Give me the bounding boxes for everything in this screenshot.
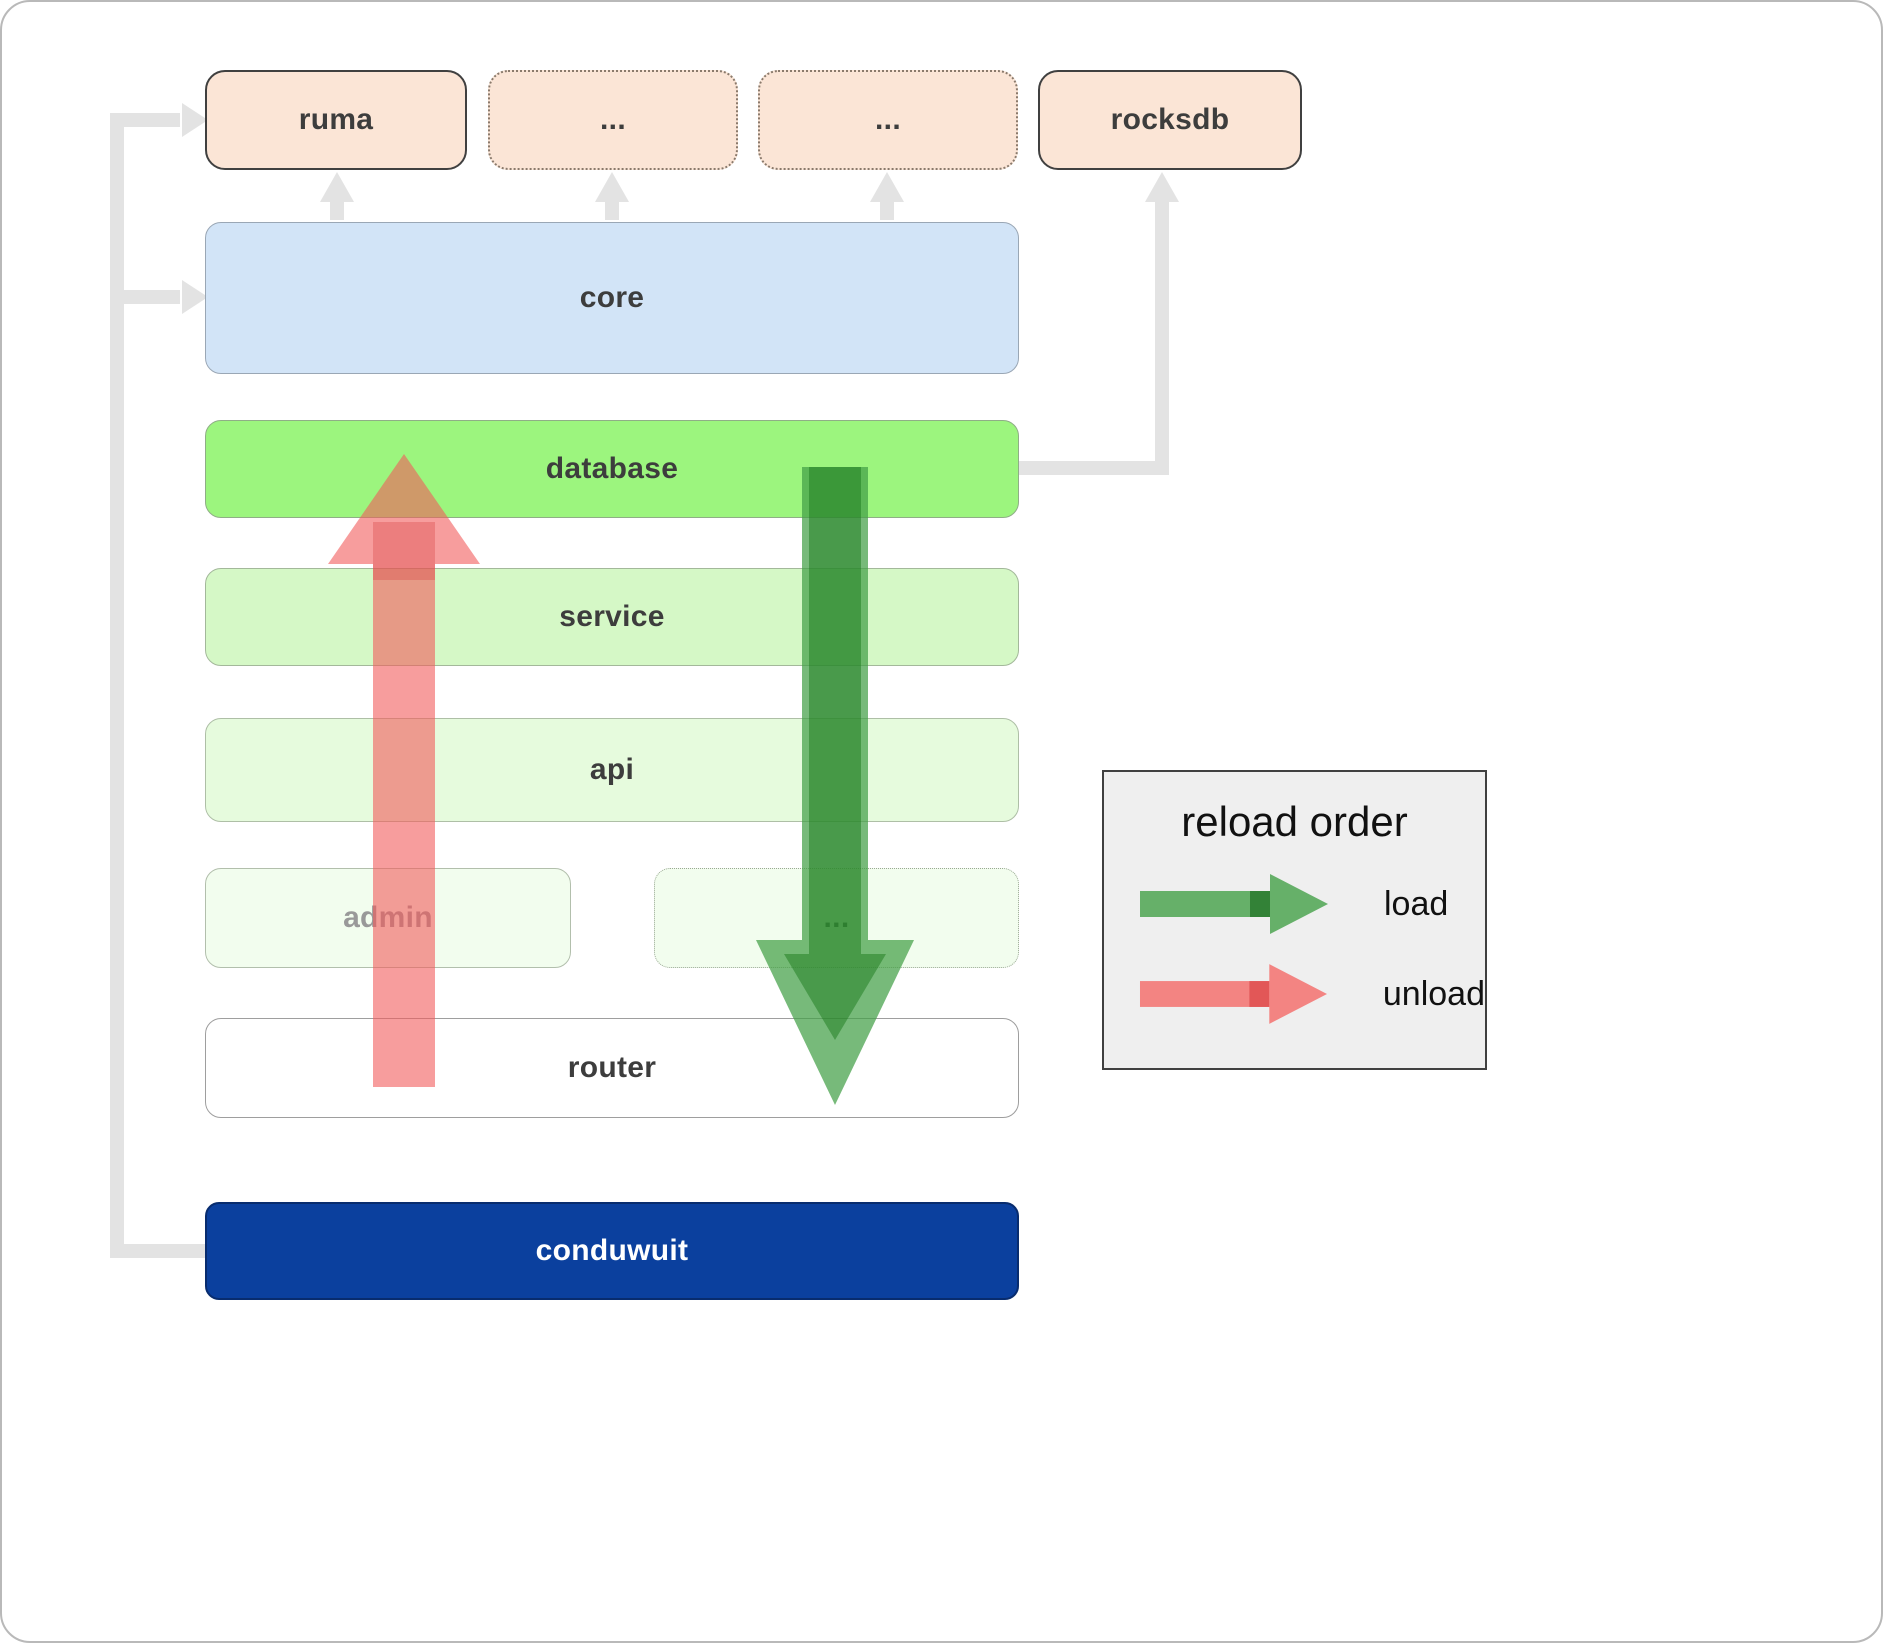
- legend-load-label: load: [1384, 884, 1449, 923]
- layer-database: database: [205, 420, 1019, 518]
- box-external-ellipsis-1: ...: [488, 70, 738, 170]
- layer-router: router: [205, 1018, 1019, 1118]
- legend-unload-label: unload: [1382, 974, 1485, 1013]
- legend-unload-row: unload: [1104, 962, 1485, 1026]
- box-ruma: ruma: [205, 70, 467, 170]
- legend: reload order load unload: [1102, 770, 1487, 1070]
- unload-arrow-icon: [1139, 964, 1327, 1024]
- legend-load-row: load: [1104, 872, 1485, 936]
- layer-api: api: [205, 718, 1019, 822]
- layer-conduwuit: conduwuit: [205, 1202, 1019, 1300]
- layer-ellipsis: ...: [654, 868, 1019, 968]
- layer-service: service: [205, 568, 1019, 666]
- legend-title: reload order: [1181, 798, 1408, 845]
- box-external-ellipsis-2: ...: [758, 70, 1018, 170]
- layer-core: core: [205, 222, 1019, 374]
- box-rocksdb: rocksdb: [1038, 70, 1302, 170]
- load-arrow-icon: [1140, 874, 1328, 934]
- layer-admin: admin: [205, 868, 571, 968]
